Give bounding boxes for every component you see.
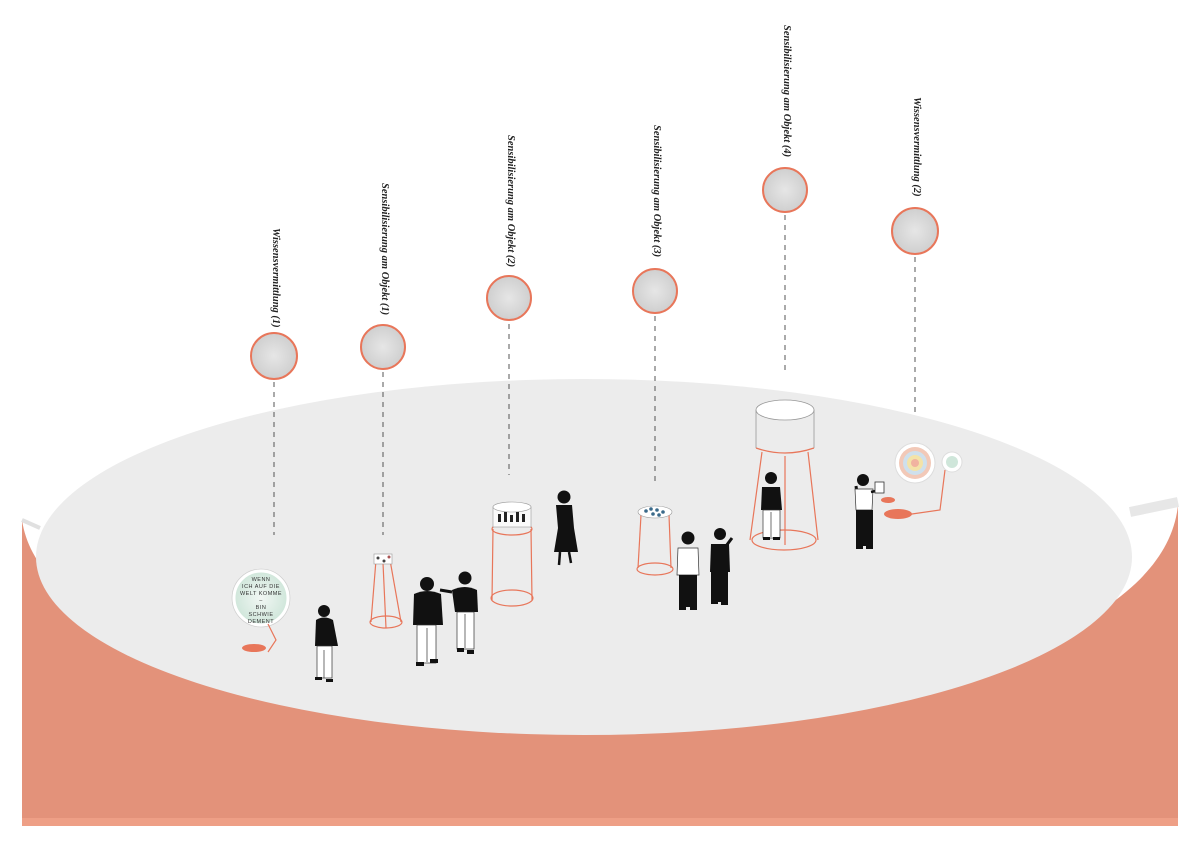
visitor-figures <box>315 472 885 682</box>
station-label-wissen-2: Wissensvermittlung (2) <box>911 97 922 197</box>
node-wissen-2[interactable] <box>891 207 939 255</box>
screen-text-6: SCHWIE <box>249 612 274 618</box>
exhibition-platform <box>36 379 1132 735</box>
station-label-sens-1: Sensibilisierung am Objekt (1) <box>379 183 390 316</box>
station-wissen-2-object <box>881 442 963 519</box>
node-sens-2[interactable] <box>486 275 532 321</box>
person-figure <box>710 528 734 605</box>
station-sens-2-object <box>490 501 534 607</box>
station-label-wissen-1: Wissensvermittlung (1) <box>270 228 281 328</box>
screen-text-2: ICH AUF DIE <box>242 584 280 590</box>
station-label-sens-3: Sensibilisierung am Objekt (3) <box>651 125 662 258</box>
station-sens-4-object <box>749 399 819 551</box>
node-sens-3[interactable] <box>632 268 678 314</box>
screen-text-3: WELT KOMME <box>240 591 282 597</box>
station-label-sens-2: Sensibilisierung am Objekt (2) <box>505 135 516 268</box>
person-figure <box>854 474 885 549</box>
screen-text-1: WENN <box>252 577 271 583</box>
person-figure <box>315 605 338 682</box>
person-figure <box>761 472 782 540</box>
ground-basin <box>21 497 1180 826</box>
node-sens-1[interactable] <box>360 324 406 370</box>
station-nodes <box>250 167 939 380</box>
screen-text-4: – <box>259 598 263 604</box>
person-figure <box>676 531 700 610</box>
node-sens-4[interactable] <box>762 167 808 213</box>
person-figure <box>439 571 478 654</box>
station-label-sens-4: Sensibilisierung am Objekt (4) <box>781 25 792 158</box>
connector-lines <box>273 215 916 535</box>
station-sens-3-object <box>636 505 674 576</box>
station-sens-1-object <box>369 553 403 629</box>
node-wissen-1[interactable] <box>250 332 298 380</box>
screen-text-5: BIN <box>256 605 267 611</box>
screen-text-7: DEMENT <box>248 619 274 625</box>
person-figure <box>413 577 443 666</box>
person-figure <box>554 490 578 566</box>
station-wissen-1-object: WENN ICH AUF DIE WELT KOMME – BIN SCHWIE… <box>231 568 291 653</box>
